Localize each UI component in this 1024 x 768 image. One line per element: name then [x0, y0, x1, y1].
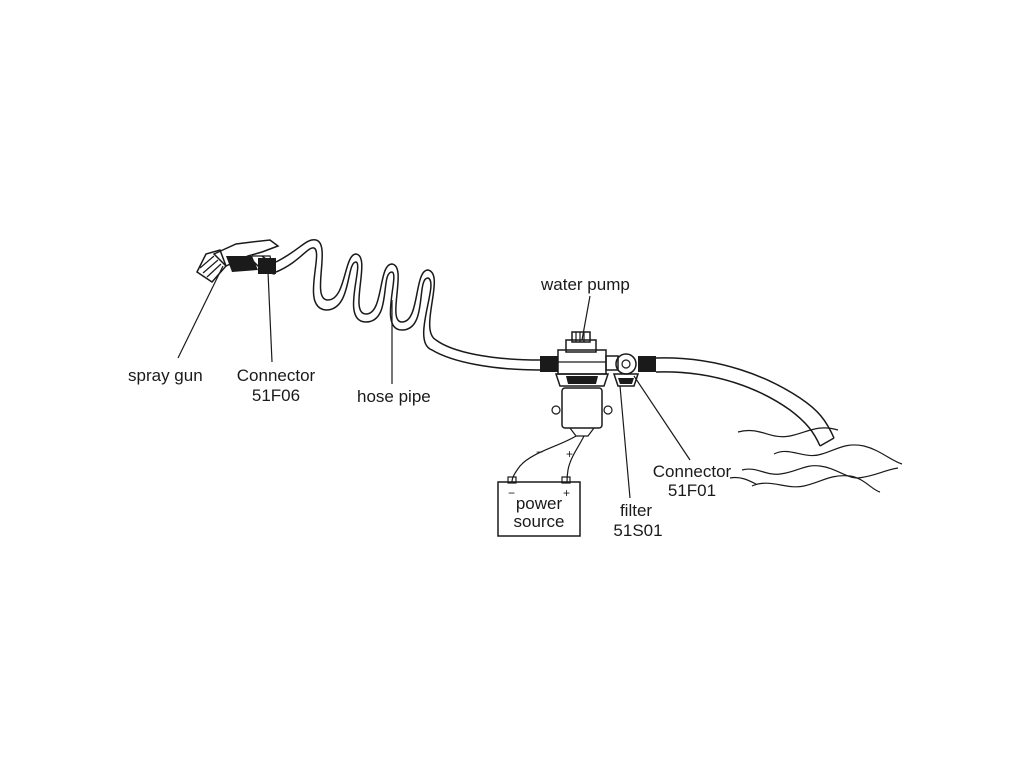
label-spray-gun: spray gun	[128, 366, 203, 385]
battery-positive-sign: +	[563, 486, 570, 500]
label-hose-pipe: hose pipe	[357, 387, 431, 406]
inlet-hose	[655, 357, 835, 447]
power-source: power source − +	[497, 476, 581, 537]
coiled-hose	[275, 239, 541, 371]
label-water-pump: water pump	[540, 275, 630, 294]
wire-positive-sign: +	[566, 447, 573, 461]
power-source-label-line1: power	[516, 494, 563, 513]
label-filter-code: 51S01	[613, 521, 662, 540]
label-connector-inlet-name: Connector	[653, 462, 732, 481]
water-pump	[540, 331, 619, 437]
label-connector-outlet-code: 51F06	[252, 386, 300, 405]
connector-outlet	[258, 258, 276, 274]
power-source-label-line2: source	[513, 512, 564, 531]
power-wires	[511, 435, 585, 483]
connector-inlet	[638, 356, 656, 372]
leader-lines	[177, 265, 691, 499]
water-waves	[729, 427, 903, 493]
filter	[612, 353, 640, 387]
label-connector-outlet-name: Connector	[237, 366, 316, 385]
battery-negative-sign: −	[508, 486, 515, 500]
wire-negative-sign: −	[536, 445, 543, 459]
label-filter-name: filter	[620, 501, 652, 520]
label-connector-inlet-code: 51F01	[668, 481, 716, 500]
